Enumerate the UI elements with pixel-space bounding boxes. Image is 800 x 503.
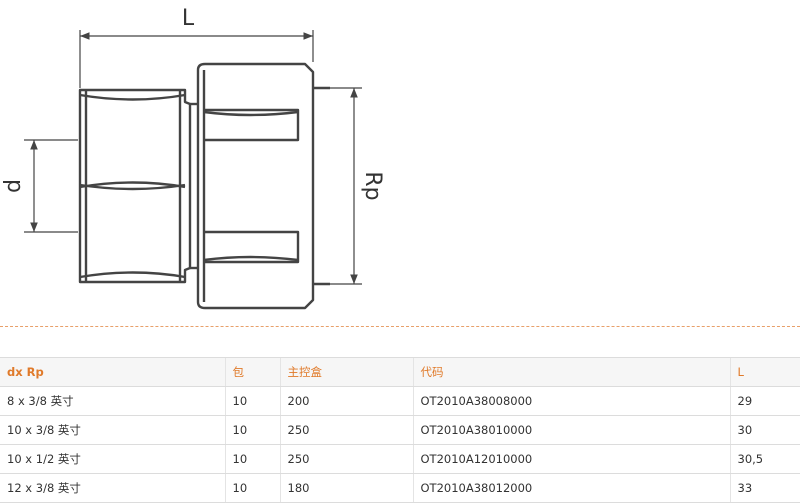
header-pack: 包 — [224, 357, 280, 387]
technical-drawing: L d Rp — [1, 6, 385, 310]
header-code: 代码 — [412, 357, 730, 387]
cell-pack: 10 — [224, 444, 280, 474]
fitting-outline — [78, 62, 330, 310]
cell-code: OT2010A12010000 — [412, 444, 730, 474]
cell-length: 29 — [729, 386, 800, 416]
cell-size: 8 x 3/8 英寸 — [0, 386, 225, 416]
cell-pack: 10 — [224, 415, 280, 445]
cell-master-box: 200 — [279, 386, 413, 416]
table-row: 10 x 1/2 英寸 10 250 OT2010A12010000 30,5 — [0, 444, 800, 474]
cell-code: OT2010A38010000 — [412, 415, 730, 445]
cell-length: 30 — [729, 415, 800, 445]
header-master-box: 主控盒 — [279, 357, 413, 387]
cell-pack: 10 — [224, 473, 280, 503]
cell-length: 33 — [729, 473, 800, 503]
cell-size: 10 x 1/2 英寸 — [0, 444, 225, 474]
header-size: dx Rp — [0, 357, 225, 387]
cell-size: 10 x 3/8 英寸 — [0, 415, 225, 445]
table-header-row: dx Rp 包 主控盒 代码 L — [0, 357, 800, 387]
table-row: 8 x 3/8 英寸 10 200 OT2010A38008000 29 — [0, 386, 800, 416]
diameter-label: d — [1, 179, 26, 193]
section-divider — [0, 326, 800, 327]
dimension-lines — [24, 30, 362, 285]
table-row: 10 x 3/8 英寸 10 250 OT2010A38010000 30 — [0, 415, 800, 445]
cell-pack: 10 — [224, 386, 280, 416]
cell-size: 12 x 3/8 英寸 — [0, 473, 225, 503]
thread-label: Rp — [360, 171, 385, 200]
length-label: L — [182, 6, 195, 31]
table-row: 12 x 3/8 英寸 10 180 OT2010A38012000 33 — [0, 473, 800, 503]
cell-code: OT2010A38012000 — [412, 473, 730, 503]
spec-table: dx Rp 包 主控盒 代码 L 8 x 3/8 英寸 10 200 OT201… — [0, 357, 800, 503]
header-length: L — [729, 357, 800, 387]
cell-code: OT2010A38008000 — [412, 386, 730, 416]
cell-length: 30,5 — [729, 444, 800, 474]
cell-master-box: 250 — [279, 415, 413, 445]
cell-master-box: 250 — [279, 444, 413, 474]
union-body-right — [196, 62, 315, 310]
cell-master-box: 180 — [279, 473, 413, 503]
